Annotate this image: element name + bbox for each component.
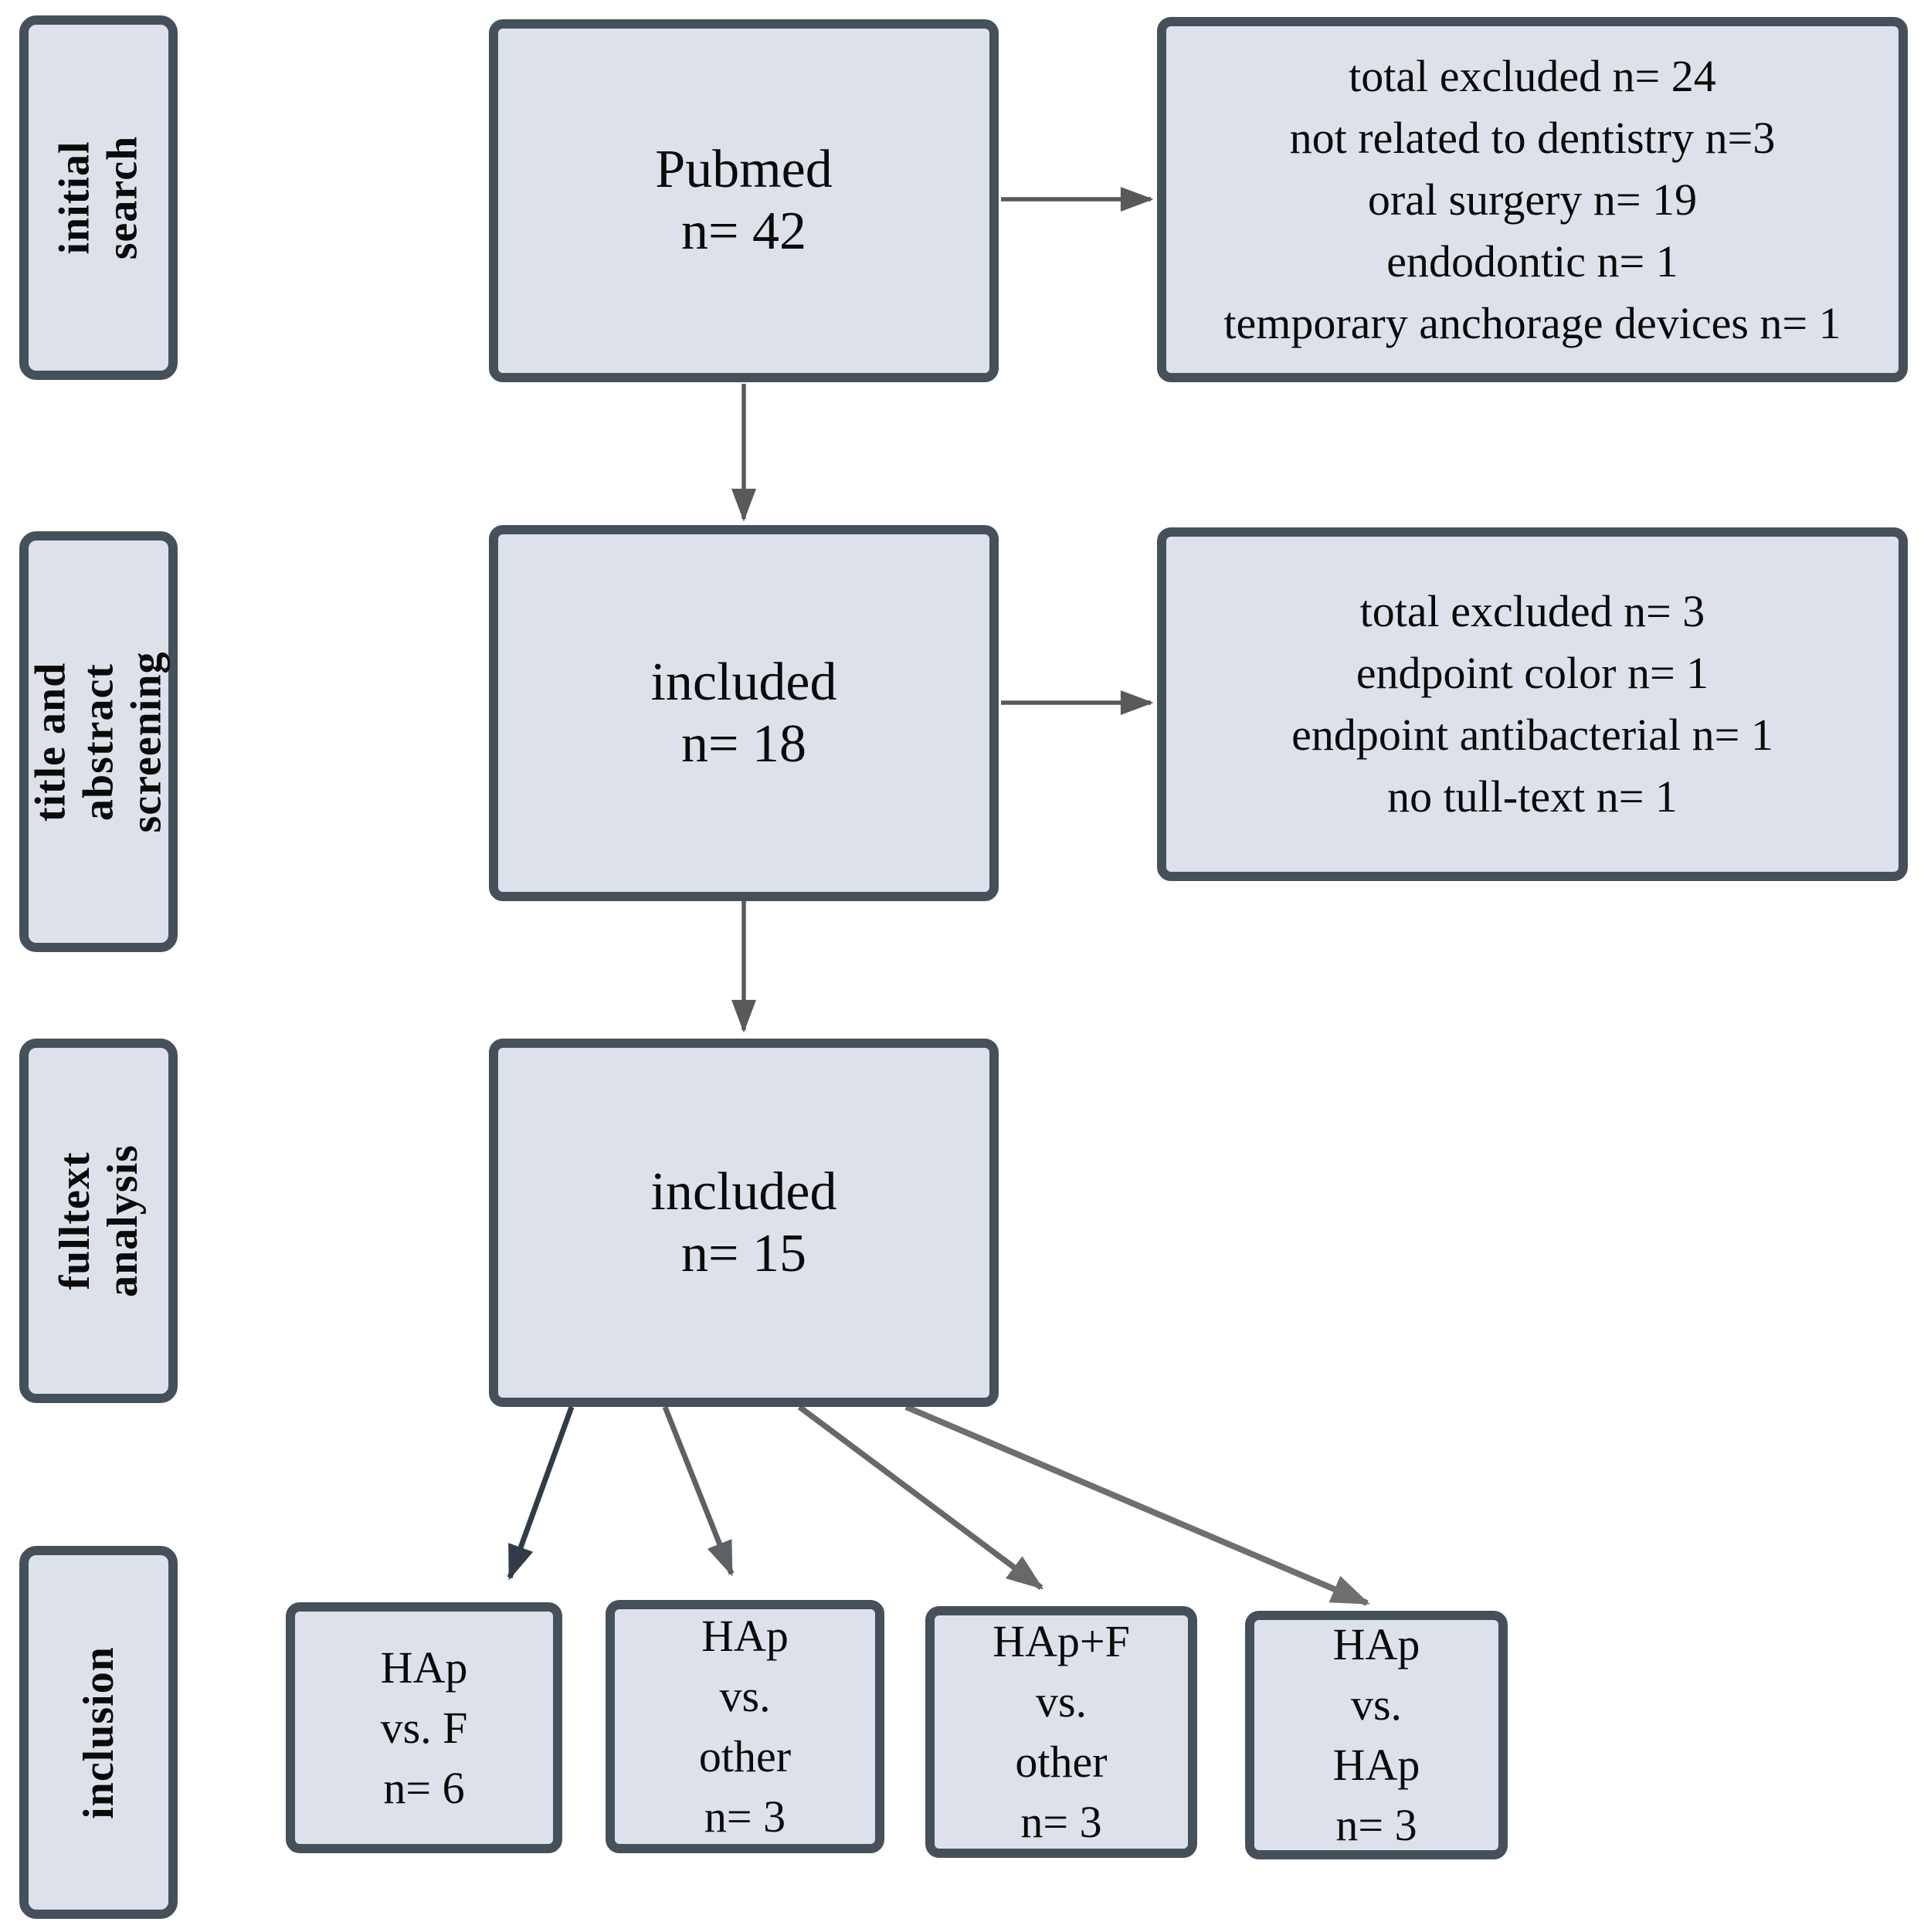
stage-label-title-abstract-screening: title and abstract screening [26, 650, 171, 833]
stage-inclusion: inclusion [19, 1546, 178, 1919]
arrow-fulltext-to-hap-vs-f [507, 1405, 575, 1581]
node-excluded-initial: total excluded n= 24 not related to dent… [1157, 17, 1908, 382]
node-included-fulltext: included n= 15 [489, 1039, 999, 1407]
node-hap-vs-other-label: HAp vs. other n= 3 [698, 1611, 792, 1842]
node-included-screening-label: included n= 18 [650, 652, 837, 774]
node-included-fulltext-label: included n= 15 [650, 1161, 837, 1283]
node-hapf-vs-other-label: HAp+F vs. other n= 3 [993, 1616, 1130, 1847]
stage-label-inclusion: inclusion [74, 1646, 123, 1819]
arrow-fulltext-to-hap-vs-hap [904, 1404, 1370, 1606]
node-excluded-screening-label: total excluded n= 3 endpoint color n= 1 … [1291, 586, 1773, 822]
node-hap-vs-f-label: HAp vs. F n= 6 [380, 1642, 468, 1813]
stage-label-fulltext-analysis: fulltext analysis [50, 1144, 147, 1297]
node-hap-vs-hap-label: HAp vs. HAp n= 3 [1332, 1619, 1420, 1850]
stage-title-abstract-screening: title and abstract screening [19, 531, 178, 952]
stage-fulltext-analysis: fulltext analysis [19, 1039, 178, 1403]
node-excluded-initial-label: total excluded n= 24 not related to dent… [1223, 50, 1841, 348]
node-pubmed-label: Pubmed n= 42 [655, 140, 833, 261]
node-hap-vs-f: HAp vs. F n= 6 [286, 1602, 562, 1853]
node-included-screening: included n= 18 [489, 525, 999, 901]
arrow-fulltext-to-hap-vs-other [662, 1405, 735, 1577]
node-pubmed: Pubmed n= 42 [489, 19, 999, 382]
node-hap-vs-hap: HAp vs. HAp n= 3 [1245, 1611, 1508, 1859]
node-hapf-vs-other: HAp+F vs. other n= 3 [925, 1606, 1197, 1858]
node-excluded-screening: total excluded n= 3 endpoint color n= 1 … [1157, 527, 1908, 881]
stage-initial-search: initial search [19, 15, 178, 380]
arrow-fulltext-to-hapf-vs-other [797, 1404, 1044, 1591]
node-hap-vs-other: HAp vs. other n= 3 [606, 1600, 884, 1853]
stage-label-initial-search: initial search [50, 135, 147, 260]
